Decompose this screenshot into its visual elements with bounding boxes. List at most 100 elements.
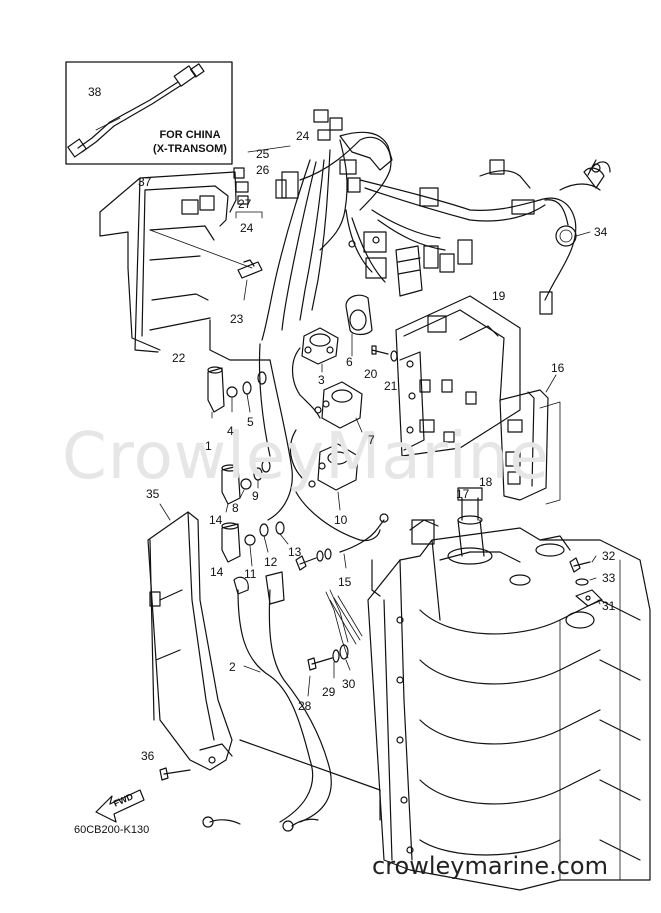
part-33-washer xyxy=(575,578,589,586)
callout-8: 8 xyxy=(232,501,239,515)
part-24-connector-m xyxy=(511,199,535,215)
callout-23: 23 xyxy=(230,312,244,326)
callout-10: 10 xyxy=(334,513,348,527)
part-24-connector-j xyxy=(457,239,473,265)
part-10-relay xyxy=(308,443,359,491)
callout-17: 17 xyxy=(456,487,470,501)
fwd-arrow-icon xyxy=(95,789,145,823)
part-36-bolt xyxy=(159,767,191,781)
callout-19: 19 xyxy=(492,289,506,303)
part-35-cover xyxy=(147,511,233,771)
part-24-tube xyxy=(339,131,393,171)
leader-14a xyxy=(225,503,229,513)
callout-24a: 24 xyxy=(296,129,310,143)
callout-11: 11 xyxy=(244,567,257,581)
callout-37: 37 xyxy=(138,175,152,189)
callout-33: 33 xyxy=(602,571,616,585)
relay-wire-e xyxy=(267,359,293,521)
callout-24b: 24 xyxy=(240,221,254,235)
relay-wire-c xyxy=(295,491,381,542)
leader-10 xyxy=(337,491,341,511)
callout-35: 35 xyxy=(146,487,160,501)
site-url: crowleymarine.com xyxy=(372,852,608,880)
diagram-code: 60CB200-K130 xyxy=(74,824,150,836)
part-24-connector-g xyxy=(365,257,387,279)
part-7-relay xyxy=(314,381,363,429)
part-19-bracket xyxy=(395,295,521,457)
part-28-bolt xyxy=(307,657,333,671)
part-8-nut xyxy=(240,478,252,490)
leader-16 xyxy=(545,374,557,393)
relay-wire-d xyxy=(258,343,271,457)
part-15-lead xyxy=(295,513,389,571)
callout-7: 7 xyxy=(368,433,375,447)
part-24-coupler xyxy=(395,245,423,297)
leader-23 xyxy=(243,279,248,301)
callout-5: 5 xyxy=(247,415,254,429)
part-14b-cap xyxy=(221,522,241,563)
callout-6: 6 xyxy=(346,355,353,369)
part-6-holder xyxy=(345,294,373,336)
bracket-27-24 xyxy=(235,211,263,219)
callout-1: 1 xyxy=(205,439,212,453)
part-24-connector-i xyxy=(439,253,455,273)
part-23-clip xyxy=(237,259,263,279)
inset-label-line1: FOR CHINA xyxy=(159,129,221,141)
part-31-plate xyxy=(575,589,603,607)
part-38-cable xyxy=(67,63,205,158)
part-24-connector-c xyxy=(317,129,331,141)
part-24-ground xyxy=(372,236,380,244)
part-26-connector xyxy=(235,181,249,193)
callout-25: 25 xyxy=(256,147,270,161)
part-24-connector-h xyxy=(423,245,439,269)
part-11-nut xyxy=(244,534,256,546)
part-4-nut xyxy=(226,386,238,398)
leader-35 xyxy=(159,503,171,521)
callout-12: 12 xyxy=(264,555,278,569)
part-34-clamp xyxy=(555,225,577,247)
callout-14a: 14 xyxy=(209,513,223,527)
part-24-connector-k xyxy=(419,187,439,207)
callout-2: 2 xyxy=(229,660,236,674)
callout-27: 27 xyxy=(238,197,252,211)
part-24-connector-a xyxy=(313,109,329,123)
part-32-bolt xyxy=(569,557,591,573)
callout-28: 28 xyxy=(298,699,312,713)
callout-38: 38 xyxy=(88,85,102,99)
callout-26: 26 xyxy=(256,163,270,177)
inset-box xyxy=(65,61,233,165)
callout-21: 21 xyxy=(384,379,398,393)
callout-3: 3 xyxy=(318,373,325,387)
part-12-washer xyxy=(259,523,269,537)
watermark: CrowleyMarine xyxy=(62,420,550,494)
part-13-washer xyxy=(275,521,285,535)
callout-34: 34 xyxy=(594,225,608,239)
part-24-cap xyxy=(583,167,605,189)
callout-13: 13 xyxy=(288,545,302,559)
part-2-cable xyxy=(202,571,332,832)
part-21-washer xyxy=(390,350,398,362)
leader-7 xyxy=(355,417,363,433)
part-16-bracket xyxy=(499,389,561,505)
callout-30: 30 xyxy=(342,677,356,691)
part-24-connector-d xyxy=(339,159,357,175)
callout-18: 18 xyxy=(479,475,493,489)
part-37-cover xyxy=(99,171,237,353)
part-14a-cap xyxy=(221,464,241,505)
callout-9: 9 xyxy=(252,489,259,503)
leader-11-12-13 xyxy=(249,533,289,567)
reference-line-bottom xyxy=(239,739,381,821)
leader-28-29-30 xyxy=(307,659,351,697)
relay-wire-a xyxy=(291,347,321,419)
part-24-connector-f xyxy=(363,231,387,253)
callout-32: 32 xyxy=(602,549,616,563)
callout-15: 15 xyxy=(338,575,352,589)
leader-4-5 xyxy=(231,393,251,413)
part-25-connector xyxy=(233,167,245,179)
callout-36: 36 xyxy=(141,749,155,763)
leader-37 xyxy=(149,229,253,269)
part-24-wire-harness xyxy=(261,136,611,341)
callout-20: 20 xyxy=(364,367,378,381)
engine-block xyxy=(367,487,651,891)
